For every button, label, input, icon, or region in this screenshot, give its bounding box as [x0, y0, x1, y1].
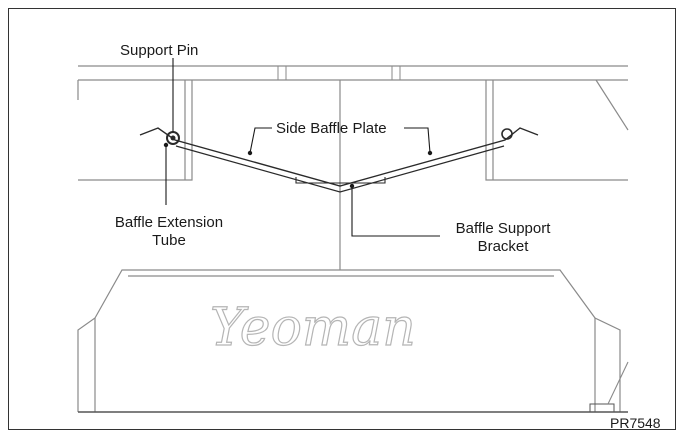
rail-tab-right [391, 65, 401, 81]
leader-baffle-plate-right [404, 127, 431, 154]
base-foot [589, 403, 615, 413]
leader-baffle-plate-left [249, 127, 272, 154]
diagram-frame [8, 8, 676, 430]
label-support-pin: Support Pin [120, 42, 199, 59]
base-arm-right [607, 361, 629, 405]
right-side-frame [485, 80, 628, 181]
left-side-frame [77, 80, 193, 181]
brand-emboss: Yeoman [210, 298, 416, 358]
label-baffle-support-bracket-line1: Baffle Support [455, 220, 551, 237]
baffle-support-bracket [295, 177, 386, 184]
label-baffle-support-bracket-line2: Bracket [477, 238, 529, 255]
side-baffle-plate-inner [175, 145, 505, 193]
right-diagonal [595, 79, 629, 131]
support-pin-right [501, 128, 513, 140]
hopper-body [77, 269, 621, 412]
label-baffle-support-bracket: Baffle Support Bracket [442, 220, 564, 256]
rail-tab-left [277, 65, 287, 81]
label-baffle-extension-tube: Baffle Extension Tube [102, 214, 236, 250]
leader-support-bracket [351, 186, 440, 237]
figure-id: PR7548 [610, 415, 661, 431]
side-baffle-plate [139, 127, 539, 187]
hopper-body-inner [94, 275, 596, 412]
label-side-baffle-plate: Side Baffle Plate [276, 120, 387, 137]
support-pin-left-core [170, 135, 176, 141]
label-baffle-extension-tube-line1: Baffle Extension [114, 214, 224, 231]
label-baffle-extension-tube-line2: Tube [152, 232, 186, 249]
